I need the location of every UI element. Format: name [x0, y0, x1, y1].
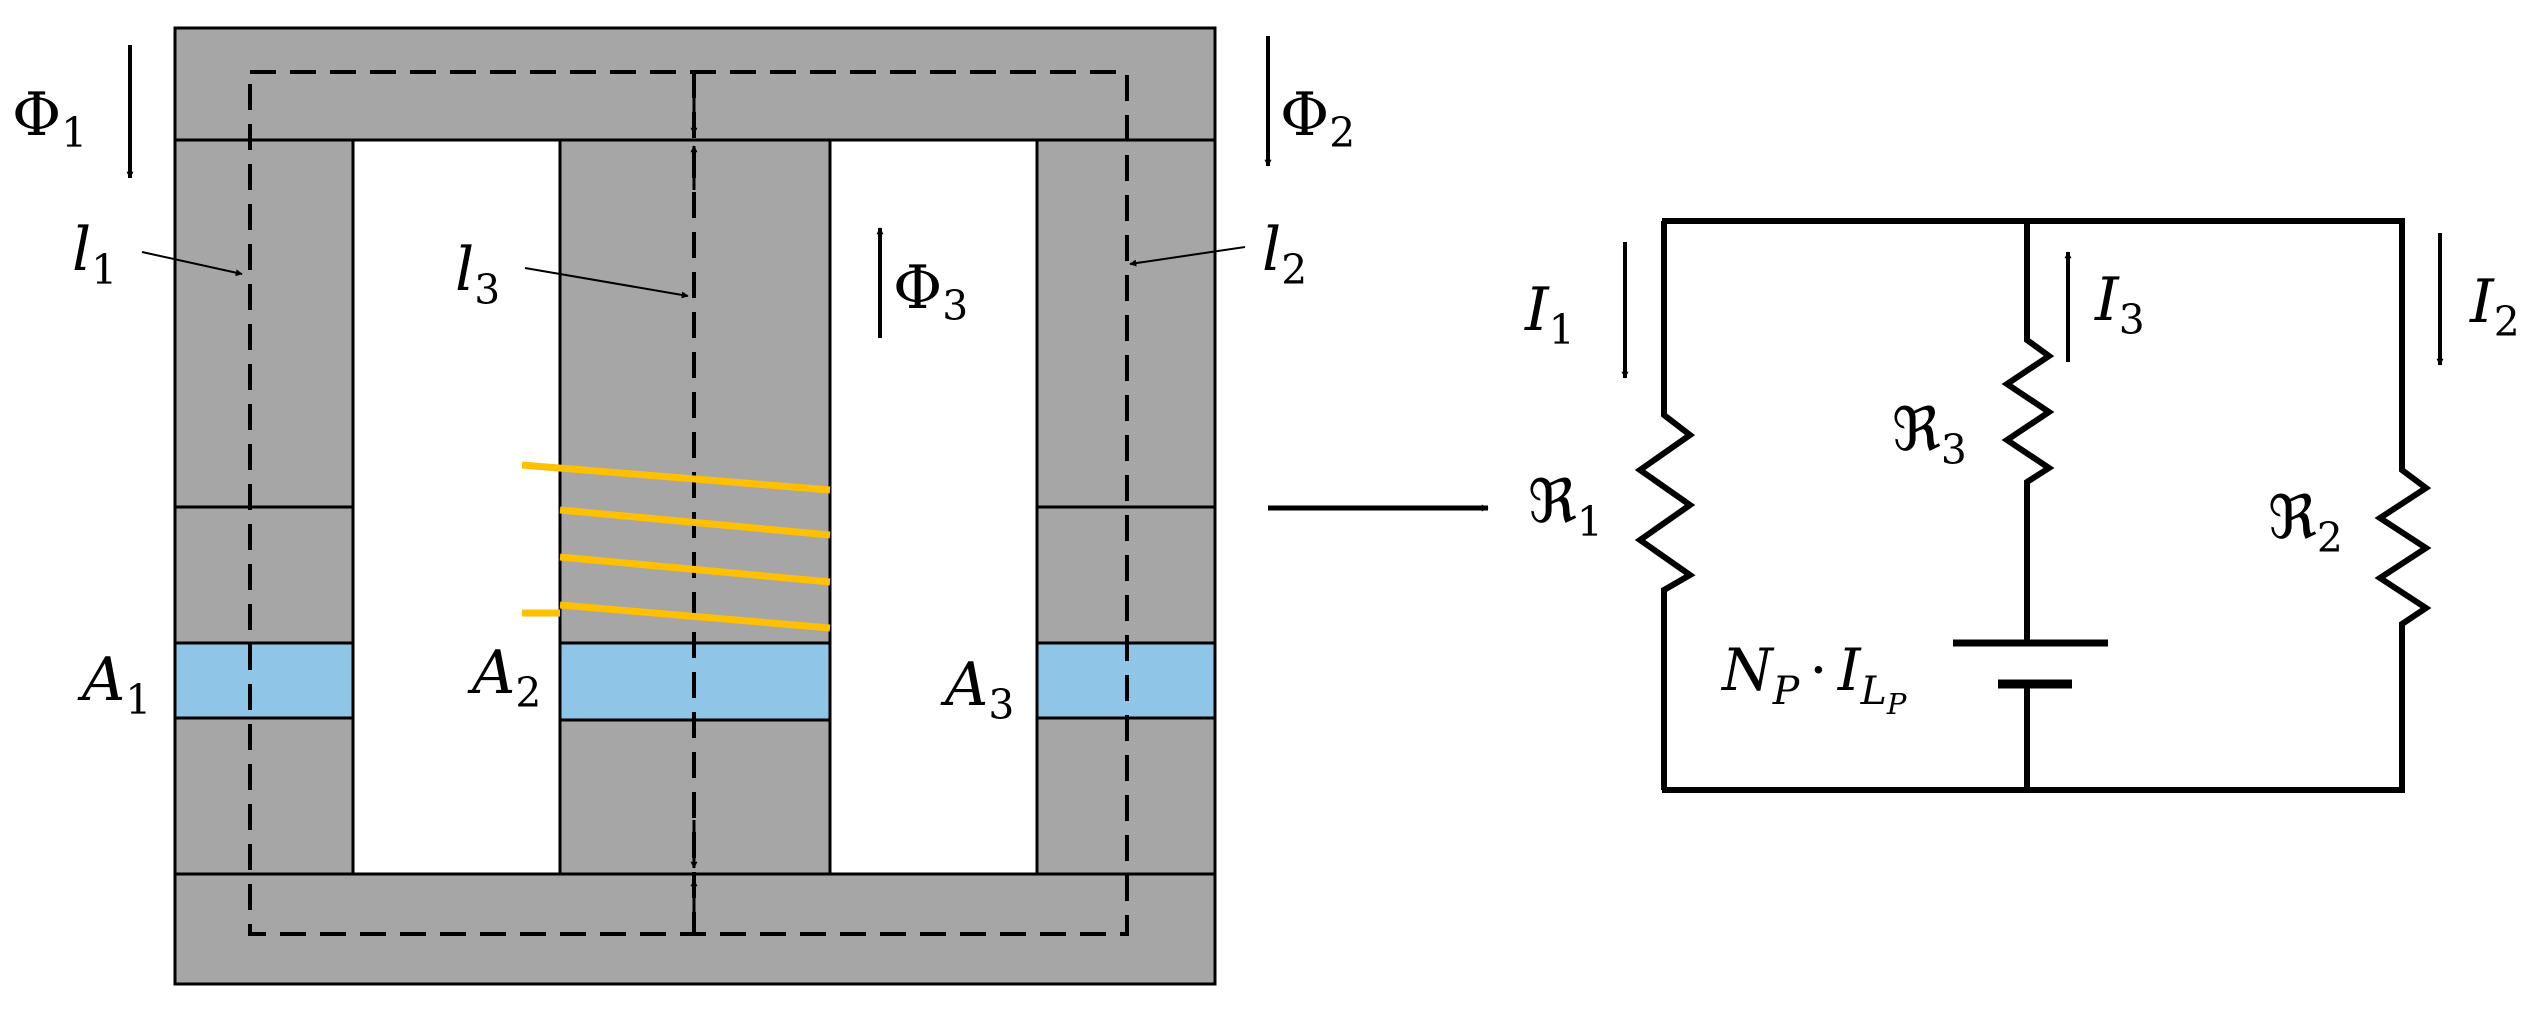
a2-label: A2: [467, 638, 541, 717]
left-branch-r1: [1634, 221, 1696, 790]
coil-winding: [521, 461, 831, 632]
a3-label: A3: [940, 650, 1014, 729]
r2-label: ℜ2: [2268, 483, 2343, 562]
phi3-label: Φ3: [893, 253, 968, 330]
l1-leader: [141, 251, 243, 277]
core-window-right: [828, 138, 1039, 876]
i2-label: I2: [2469, 267, 2520, 346]
transformer-core: [173, 26, 1217, 986]
phi1-label: Φ1: [12, 80, 87, 157]
phi2-label: Φ2: [1280, 80, 1355, 157]
core-window-left: [351, 138, 562, 876]
l3-leader: [524, 267, 689, 299]
l2-leader: [1129, 246, 1246, 267]
l3-label: l3: [455, 235, 500, 314]
i1-label: I1: [1524, 275, 1575, 354]
mmf-source-label: NP·ILP: [1720, 636, 1907, 721]
r3-label: ℜ3: [1892, 395, 1967, 474]
right-branch-r2: [2374, 221, 2432, 790]
l1-label: l1: [72, 215, 117, 294]
a1-label: A1: [77, 645, 151, 724]
air-gap-left: [173, 641, 355, 720]
i3-label: I3: [2094, 265, 2145, 344]
r1-label: ℜ1: [1528, 467, 1603, 546]
middle-branch-r3: [2001, 221, 2055, 640]
mean-flux-path: [248, 70, 1129, 936]
equivalent-circuit: [1634, 218, 2432, 793]
l2-label: l2: [1262, 215, 1307, 294]
